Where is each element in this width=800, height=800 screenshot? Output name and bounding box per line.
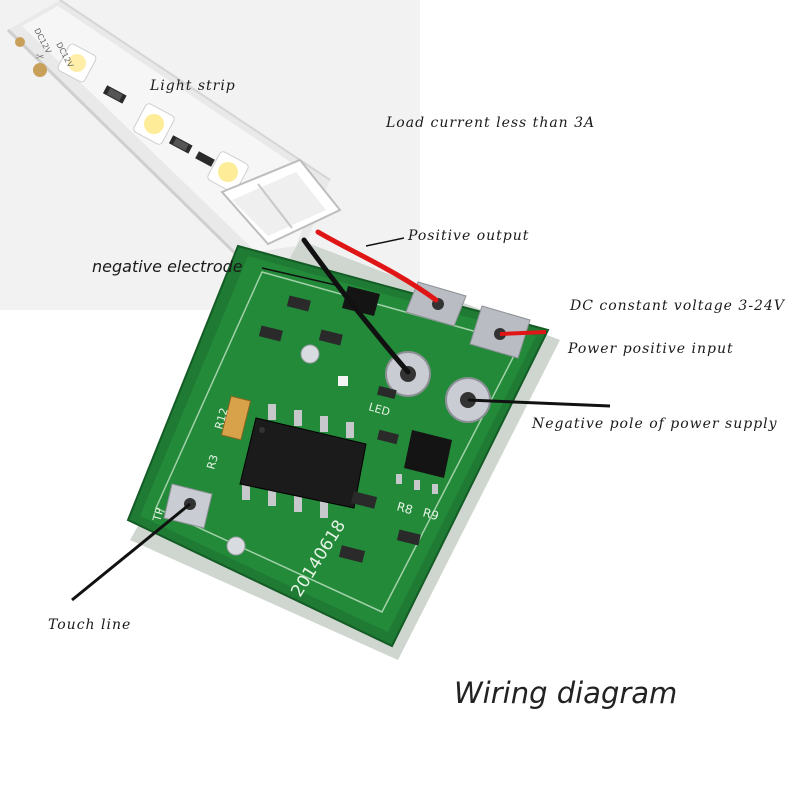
pcb-board: 20140618 R8 R9 LED R12 TP R3 xyxy=(126,240,560,660)
mosfet xyxy=(396,430,452,494)
leader-line xyxy=(365,237,405,247)
output-pad xyxy=(405,281,467,327)
label-light-strip: Light strip xyxy=(150,78,236,94)
pcb-silk-label: R8 xyxy=(395,499,414,517)
smd-component xyxy=(220,295,421,563)
led-indicator xyxy=(338,376,348,386)
pcb-silk-label: R12 xyxy=(212,406,230,430)
mounting-hole xyxy=(226,536,246,556)
label-dc-constant-voltage: DC constant voltage 3-24V xyxy=(570,298,785,314)
scissors-icon: ✂ xyxy=(36,52,44,63)
label-positive-output: Positive output xyxy=(408,228,530,244)
label-negative-electrode: negative electrode xyxy=(92,257,243,276)
label-negative-pole: Negative pole of power supply xyxy=(532,416,778,432)
pcb-silk-label: R9 xyxy=(421,505,440,523)
strip-pad xyxy=(15,37,25,47)
led-chip xyxy=(133,103,175,145)
pcb-silk-label: LED xyxy=(367,400,391,418)
wire-black-input xyxy=(467,398,611,408)
strip-resistor xyxy=(195,151,215,167)
leader-line xyxy=(71,502,191,602)
led-chip xyxy=(57,43,97,83)
wire-red-input xyxy=(499,330,547,336)
mounting-hole xyxy=(300,344,320,364)
strip-connector xyxy=(220,158,342,246)
wire-red-output xyxy=(315,229,439,303)
pcb-silk-label: TP xyxy=(150,506,167,524)
leader-line xyxy=(261,267,341,287)
light-strip: DC12V DC12V ✂ xyxy=(6,0,342,270)
diagram-title: Wiring diagram xyxy=(454,676,678,710)
label-load-current: Load current less than 3A xyxy=(386,115,596,131)
strip-resistor xyxy=(102,85,127,104)
strip-pad xyxy=(33,63,47,77)
led-chip xyxy=(207,151,249,193)
wire-black-output xyxy=(301,237,411,375)
strip-resistor xyxy=(168,135,193,154)
ic-chip xyxy=(239,404,367,518)
label-touch-line: Touch line xyxy=(48,617,132,633)
label-power-positive-input: Power positive input xyxy=(568,341,734,357)
pcb-silk-label: R3 xyxy=(204,453,221,471)
transistor xyxy=(342,286,380,316)
